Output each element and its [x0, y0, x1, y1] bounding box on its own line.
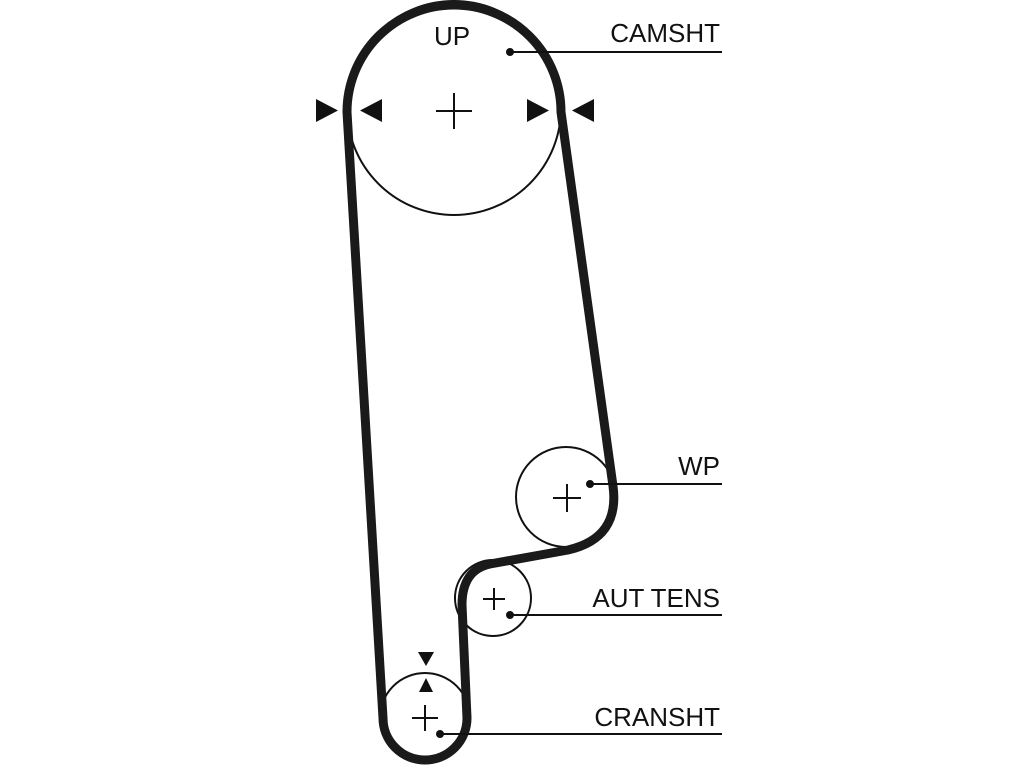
auto-tensioner-center-cross: [483, 588, 505, 610]
camshaft-label: CAMSHT: [610, 18, 720, 48]
crankshaft-leader-line: [436, 730, 722, 738]
water-pump-label: WP: [678, 451, 720, 481]
auto-tensioner-label: AUT TENS: [592, 583, 720, 613]
camshaft-right-outer-arrow-icon: [572, 99, 594, 122]
camshaft-left-inner-arrow-icon: [360, 99, 382, 122]
water-pump-center-cross: [553, 484, 581, 512]
crankshaft-center-cross: [412, 705, 438, 731]
camshaft-leader-line: [506, 48, 722, 56]
water-pump-leader-line: [586, 480, 722, 488]
up-label: UP: [434, 21, 470, 51]
timing-belt: [342, 0, 619, 765]
camshaft-center-cross: [436, 93, 472, 129]
crankshaft-bottom-arrow-icon: [419, 678, 433, 692]
camshaft-right-inner-arrow-icon: [527, 99, 549, 122]
auto-tensioner-leader-line: [506, 611, 722, 619]
crankshaft-top-arrow-icon: [418, 652, 434, 666]
camshaft-left-outer-arrow-icon: [316, 99, 338, 122]
crankshaft-label: CRANSHT: [594, 702, 720, 732]
